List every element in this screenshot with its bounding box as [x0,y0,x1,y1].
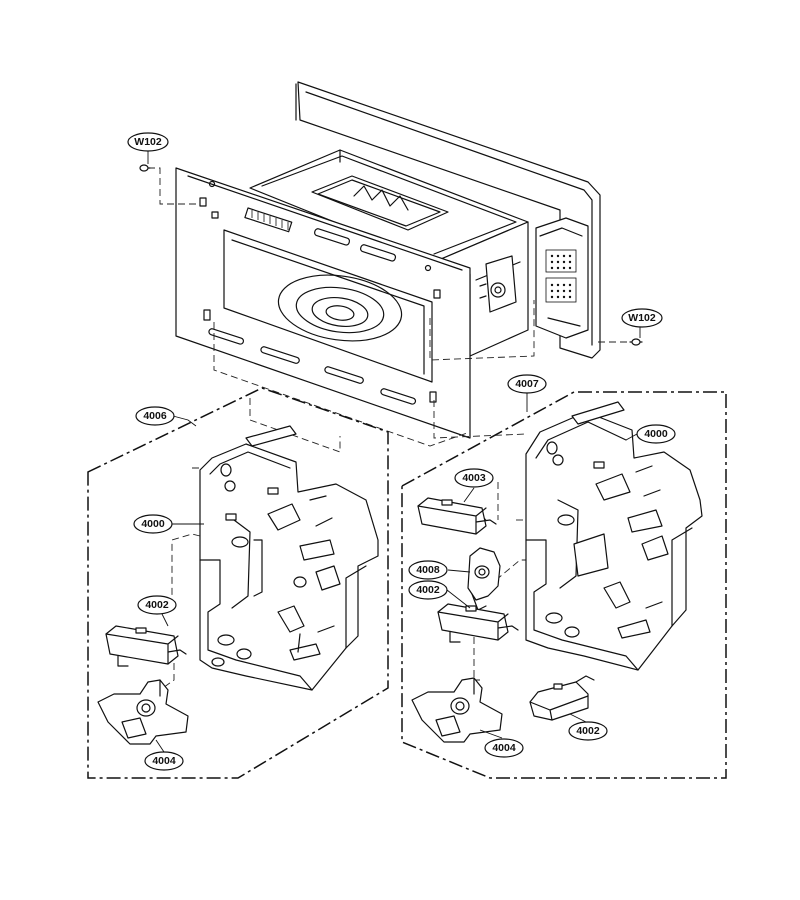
callout-w102-right: W102 [621,308,663,328]
switch-4002-mid [437,603,519,643]
callout-4002-right-text: 4002 [576,725,600,737]
callout-4000-right: 4000 [636,424,676,444]
callout-4000-left: 4000 [133,514,173,534]
callout-4004-left-text: 4004 [152,755,176,767]
actuator-4008 [467,547,501,611]
turntable [277,274,403,342]
vent-grid [550,254,572,299]
callout-4004-right: 4004 [484,738,524,758]
oven-cavity-assembly [175,81,601,439]
switch-4002-right [529,675,595,721]
callout-w102-left: W102 [127,132,169,152]
callout-4004-left: 4004 [144,751,184,771]
screw-right [629,338,643,346]
callout-4003: 4003 [454,468,494,488]
switch-holder-right [525,401,703,671]
switch-4003 [417,497,497,535]
leader-lines [147,150,641,753]
callout-4002-right: 4002 [568,721,608,741]
callout-4002-left: 4002 [137,595,177,615]
switch-4002-left [105,625,187,667]
callout-4004-right-text: 4004 [492,742,516,754]
screw-left [139,164,151,172]
callout-4002-mid-text: 4002 [416,584,440,596]
callout-4006: 4006 [135,406,175,426]
callout-4007: 4007 [507,374,547,394]
callout-4000-left-text: 4000 [141,518,165,530]
callout-4000-right-text: 4000 [644,428,668,440]
callout-4002-mid: 4002 [408,580,448,600]
cavity-side-wall [433,221,529,357]
callout-4008-text: 4008 [416,564,440,576]
actuator-4004-right [411,677,503,743]
callout-4007-text: 4007 [515,378,539,390]
callout-4002-left-text: 4002 [145,599,169,611]
callout-w102-right-text: W102 [628,312,656,324]
group-4007 [401,391,727,779]
actuator-4004-left [97,679,189,745]
group-4006 [87,387,389,779]
switch-holder-left [199,425,379,691]
callout-4003-text: 4003 [462,472,486,484]
callout-4006-text: 4006 [143,410,167,422]
front-plate [175,167,471,439]
front-vent [244,207,293,233]
cavity-top [249,149,529,263]
callout-w102-left-text: W102 [134,136,162,148]
rear-frame [295,81,601,359]
callout-4008: 4008 [408,560,448,580]
